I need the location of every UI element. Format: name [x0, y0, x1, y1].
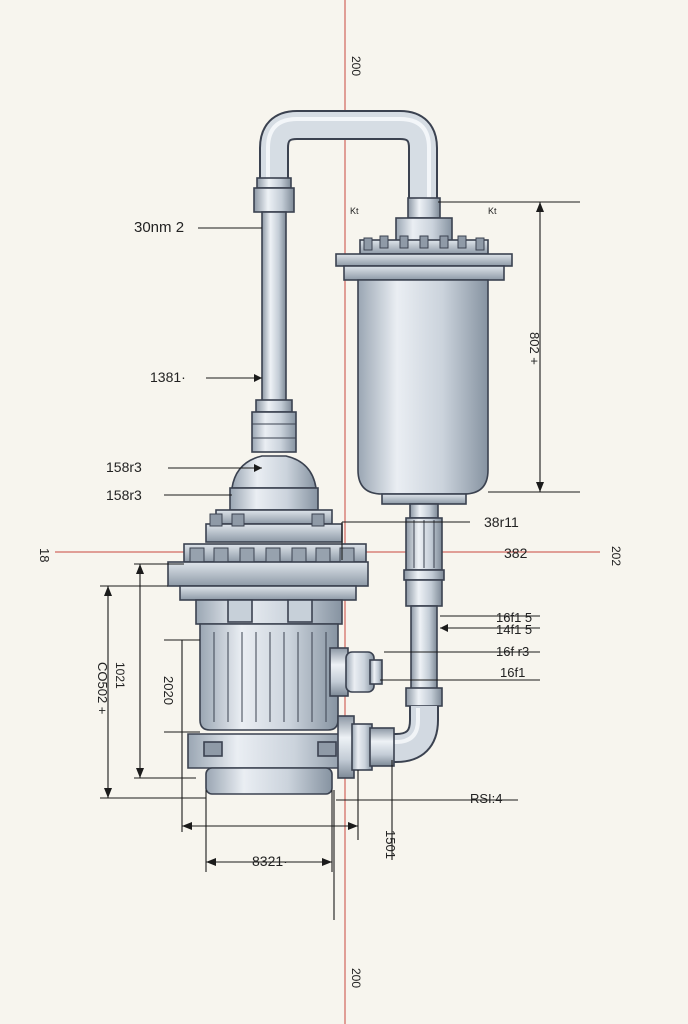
label-bottom-center: 200	[349, 968, 363, 988]
label-right-edge: 202	[609, 546, 623, 566]
label-inner-height: 1021	[113, 662, 127, 689]
motor-cooling-fins	[213, 632, 327, 722]
label-outlet-upper: 38r11	[484, 514, 519, 530]
outlet-pipe	[370, 503, 445, 763]
pump-motor	[167, 543, 395, 795]
label-filter-top-left: Kt	[350, 206, 359, 216]
dimension-lines	[100, 201, 580, 920]
label-right-vertical: 1501	[383, 830, 398, 859]
label-pipe-mid: 1381·	[150, 369, 186, 385]
label-top-center: 200	[349, 56, 363, 76]
label-bottom-width: 8321·	[252, 853, 288, 869]
label-body-height: 2020	[161, 676, 176, 705]
label-neck-lower: 158r3	[106, 487, 142, 503]
label-filter-height: 802 +	[527, 332, 542, 365]
filter-vessel	[335, 197, 513, 505]
drawing-labels: 200 200 30nm 2 1381· 158r3 158r3 18 202 …	[37, 56, 623, 988]
label-callout-4: 16f1	[500, 665, 525, 680]
label-callout-1: 16f1 5	[496, 610, 532, 625]
label-outlet-mid: 382	[504, 545, 528, 561]
label-left-edge: 18	[37, 548, 52, 562]
label-base-right: RSI:4	[470, 791, 503, 806]
label-filter-top-right: Kt	[488, 206, 497, 216]
label-callout-2: 14f1 5	[496, 622, 532, 637]
top-return-pipe	[253, 110, 438, 403]
arrowheads	[104, 202, 544, 866]
label-neck-upper: 158r3	[106, 459, 142, 475]
label-callout-3: 16f r3	[496, 644, 529, 659]
filter-bolts	[363, 235, 485, 251]
label-pipe-top: 30nm 2	[134, 219, 184, 236]
pump-neck	[205, 399, 343, 543]
label-motor-height: CO502 +	[95, 662, 110, 714]
